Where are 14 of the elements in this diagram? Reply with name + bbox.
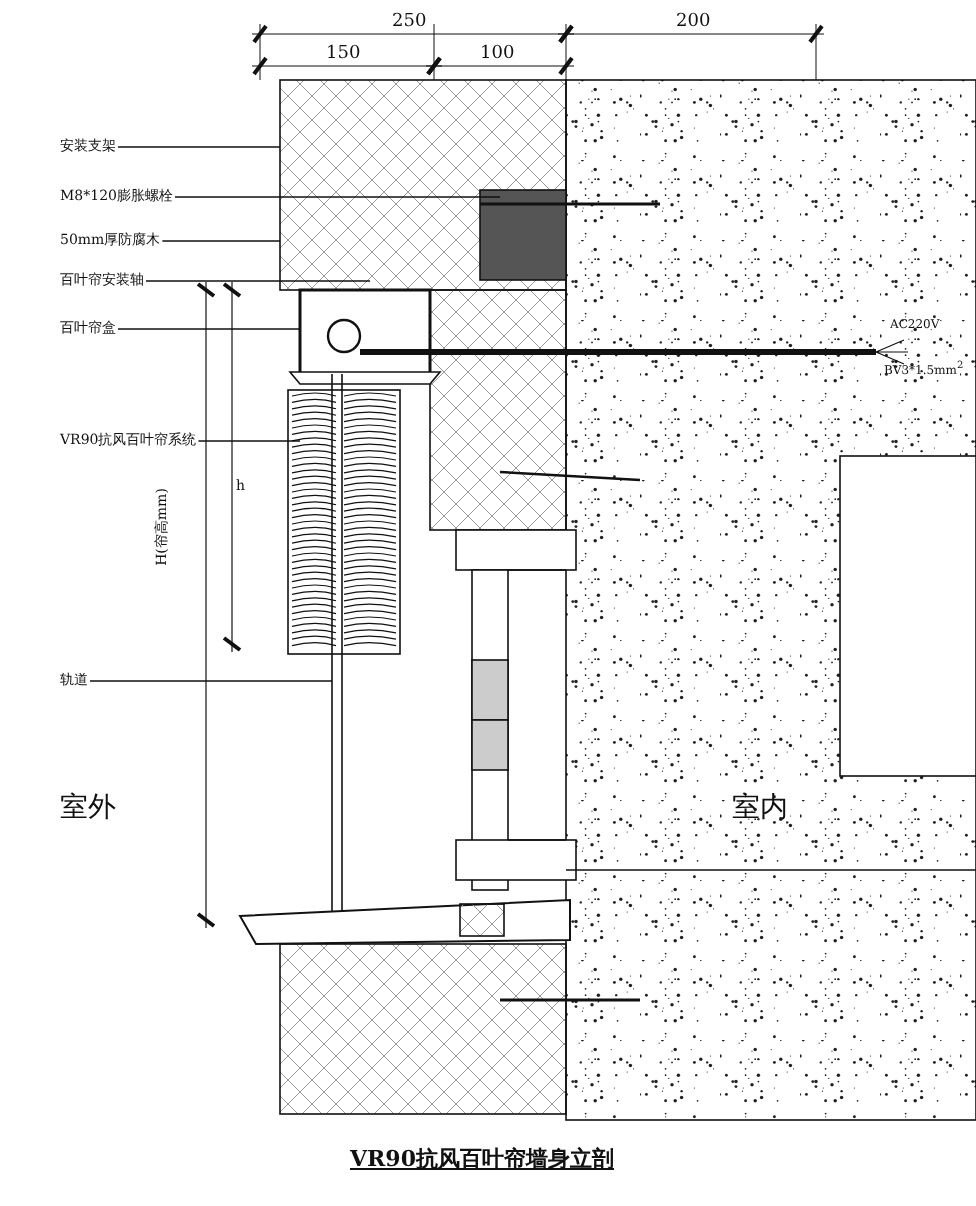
leader-line: [117, 328, 301, 330]
leader-line: [117, 146, 281, 148]
dimension-label: 200: [676, 14, 711, 32]
leader-line: [197, 440, 301, 442]
dimension-label: 150: [326, 46, 361, 64]
dimension-label: 250: [392, 14, 427, 32]
leader-line: [145, 280, 371, 282]
room-label: 室外: [60, 794, 116, 822]
dimension-label: 100: [480, 46, 515, 64]
room-label: 室内: [732, 794, 788, 822]
leader-line: [89, 680, 333, 682]
leader-line: [174, 196, 501, 198]
drawing-title: VR90抗风百叶帘墙身立剖: [350, 1148, 614, 1170]
leader-line: [161, 240, 281, 242]
